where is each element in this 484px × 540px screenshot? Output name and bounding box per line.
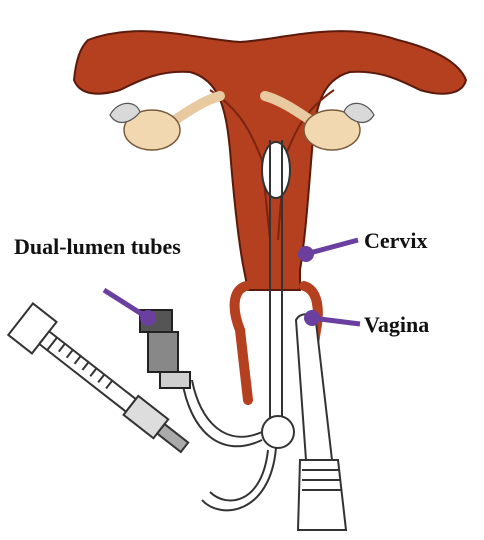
speculum xyxy=(296,314,346,530)
dual-lumen-tubes xyxy=(182,380,276,510)
vagina-pointer-dot xyxy=(304,310,320,326)
cervix-pointer-line xyxy=(306,240,358,254)
cervix-pointer-dot xyxy=(298,246,314,262)
cervix-label: Cervix xyxy=(364,230,428,252)
vaginal-wall-left xyxy=(235,286,248,400)
dual-lumen-tubes-label: Dual-lumen tubes xyxy=(14,236,181,258)
lower-balloon xyxy=(262,416,294,448)
tubes-pointer-dot xyxy=(140,310,156,326)
left-adnexa xyxy=(110,96,220,150)
vagina-label: Vagina xyxy=(364,314,429,336)
upper-balloon xyxy=(262,142,290,198)
